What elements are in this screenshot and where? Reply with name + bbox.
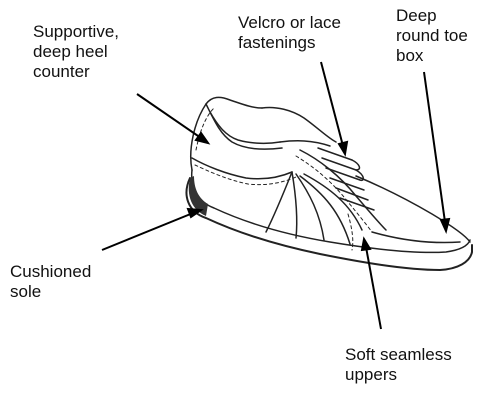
label-uppers: Soft seamless uppers bbox=[345, 345, 452, 385]
arrow-sole-line bbox=[102, 213, 193, 250]
label-toe-box: Deep round toe box bbox=[396, 6, 468, 66]
label-sole-line-2: sole bbox=[10, 282, 91, 302]
outsole bbox=[187, 178, 472, 270]
label-sole-line-1: Cushioned bbox=[10, 262, 91, 282]
toe-line bbox=[372, 232, 460, 243]
heel-collar-inner bbox=[210, 112, 280, 143]
tongue bbox=[262, 107, 336, 142]
fan-stripe-5 bbox=[266, 172, 292, 232]
heel-collar-outer bbox=[206, 104, 282, 149]
label-sole: Cushioned sole bbox=[10, 262, 91, 302]
arrow-upper-line bbox=[366, 247, 381, 329]
label-uppers-line-1: Soft seamless bbox=[345, 345, 452, 365]
arrow-upper-head bbox=[362, 239, 370, 250]
heel-counter-stitch bbox=[195, 165, 296, 185]
label-heel-counter-line-1: Supportive, bbox=[33, 22, 119, 42]
label-toe-box-line-3: box bbox=[396, 46, 468, 66]
label-toe-box-line-1: Deep bbox=[396, 6, 468, 26]
label-fastenings-line-2: fastenings bbox=[238, 33, 341, 53]
label-fastenings-line-1: Velcro or lace bbox=[238, 13, 341, 33]
arrow-heel-line bbox=[137, 94, 201, 138]
label-heel-counter: Supportive, deep heel counter bbox=[33, 22, 119, 82]
fan-stripe-1 bbox=[292, 172, 297, 238]
heel-counter-line bbox=[192, 158, 292, 179]
label-fastenings: Velcro or lace fastenings bbox=[238, 13, 341, 53]
arrow-fastening-head bbox=[339, 142, 347, 154]
label-heel-counter-line-3: counter bbox=[33, 62, 119, 82]
label-uppers-line-2: uppers bbox=[345, 365, 452, 385]
arrow-toe-head bbox=[441, 219, 449, 231]
label-heel-counter-line-2: deep heel bbox=[33, 42, 119, 62]
arrow-toe-line bbox=[424, 72, 445, 222]
opening-inner bbox=[280, 141, 330, 146]
label-toe-box-line-2: round toe bbox=[396, 26, 468, 46]
